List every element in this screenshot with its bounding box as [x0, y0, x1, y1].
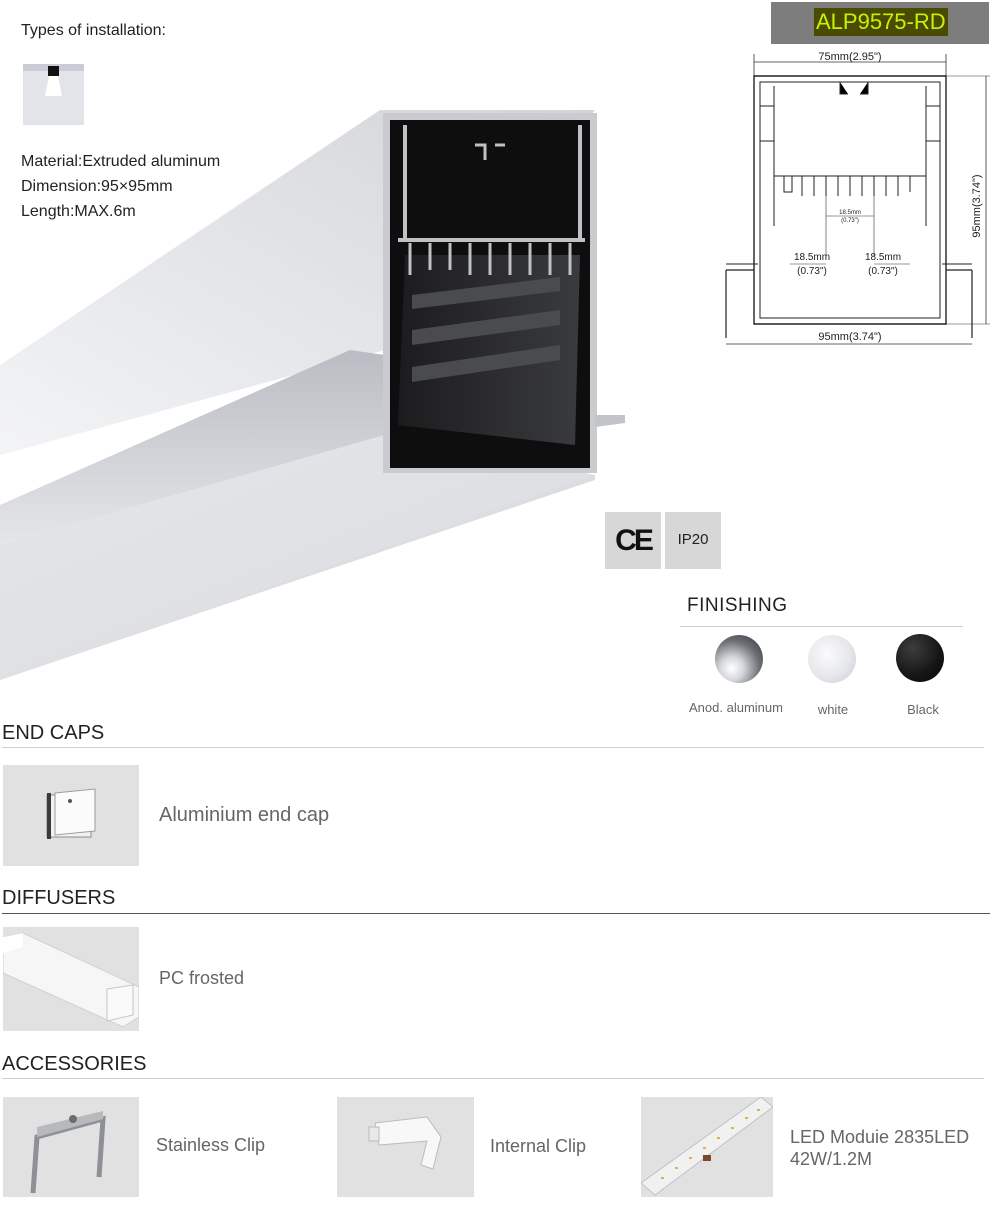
swatch-anodized: [715, 635, 763, 683]
cross-section-drawing: 75mm(2.95") 18.5mm (0.73") 18.5mm (0.73"…: [722, 46, 994, 346]
dim-right-mm: 18.5mm: [865, 252, 901, 263]
ip-rating: IP20: [665, 512, 721, 569]
diffuser-image: [2, 927, 140, 1031]
ip-label: IP20: [677, 531, 709, 548]
spec-length: Length:MAX.6m: [21, 203, 136, 220]
divider: [2, 1078, 984, 1079]
led-module-label-line2: 42W/1.2M: [790, 1149, 873, 1169]
led-module-label-line1: LED Moduie 2835LED: [790, 1127, 970, 1147]
diffusers-title: DIFFUSERS: [2, 887, 116, 909]
model-number: ALP9575-RD: [814, 8, 948, 36]
recessed-installation-icon: [23, 64, 84, 125]
diffuser-label: PC frosted: [159, 968, 245, 988]
ce-label: CE: [615, 524, 654, 557]
model-badge: ALP9575-RD: [771, 2, 989, 44]
end-caps-title: END CAPS: [2, 722, 105, 744]
spec-material: Material:Extruded aluminum: [21, 153, 221, 170]
finish-label-anodized: Anod. aluminum: [689, 700, 783, 715]
installation-title: Types of installation:: [21, 22, 166, 39]
accessories-title: ACCESSORIES: [2, 1053, 147, 1075]
dim-inner-in: (0.73"): [841, 218, 859, 224]
stainless-clip-image: [3, 1097, 139, 1197]
dim-right-in: (0.73"): [868, 266, 898, 277]
swatch-white: [808, 635, 856, 683]
divider: [2, 913, 990, 914]
dim-left-in: (0.73"): [797, 266, 827, 277]
divider: [2, 747, 984, 748]
dim-bottom-width: 95mm(3.74"): [818, 331, 881, 343]
spec-dimension: Dimension:95×95mm: [21, 178, 173, 195]
swatch-black: [896, 634, 944, 682]
end-cap-image: [3, 765, 139, 866]
led-module-label: LED Moduie 2835LED 42W/1.2M: [790, 1126, 969, 1170]
end-cap-label: Aluminium end cap: [159, 804, 330, 826]
led-module-image: [640, 1096, 774, 1197]
finishing-title: FINISHING: [687, 595, 788, 616]
finish-label-white: white: [817, 702, 849, 717]
dim-top-width: 75mm(2.95"): [818, 51, 881, 63]
internal-clip-label: Internal Clip: [490, 1136, 587, 1156]
divider: [680, 626, 963, 627]
dim-left-mm: 18.5mm: [794, 252, 830, 263]
product-image: [0, 105, 630, 685]
spec-list: Material:Extruded aluminum Dimension:95×…: [21, 149, 220, 224]
finish-label-black: Black: [907, 702, 939, 717]
internal-clip-image: [337, 1097, 474, 1197]
stainless-clip-label: Stainless Clip: [156, 1135, 266, 1155]
dim-height: 95mm(3.74"): [971, 174, 983, 237]
ce-mark: CE: [605, 512, 661, 569]
dim-inner-mm: 18.5mm: [839, 210, 861, 216]
